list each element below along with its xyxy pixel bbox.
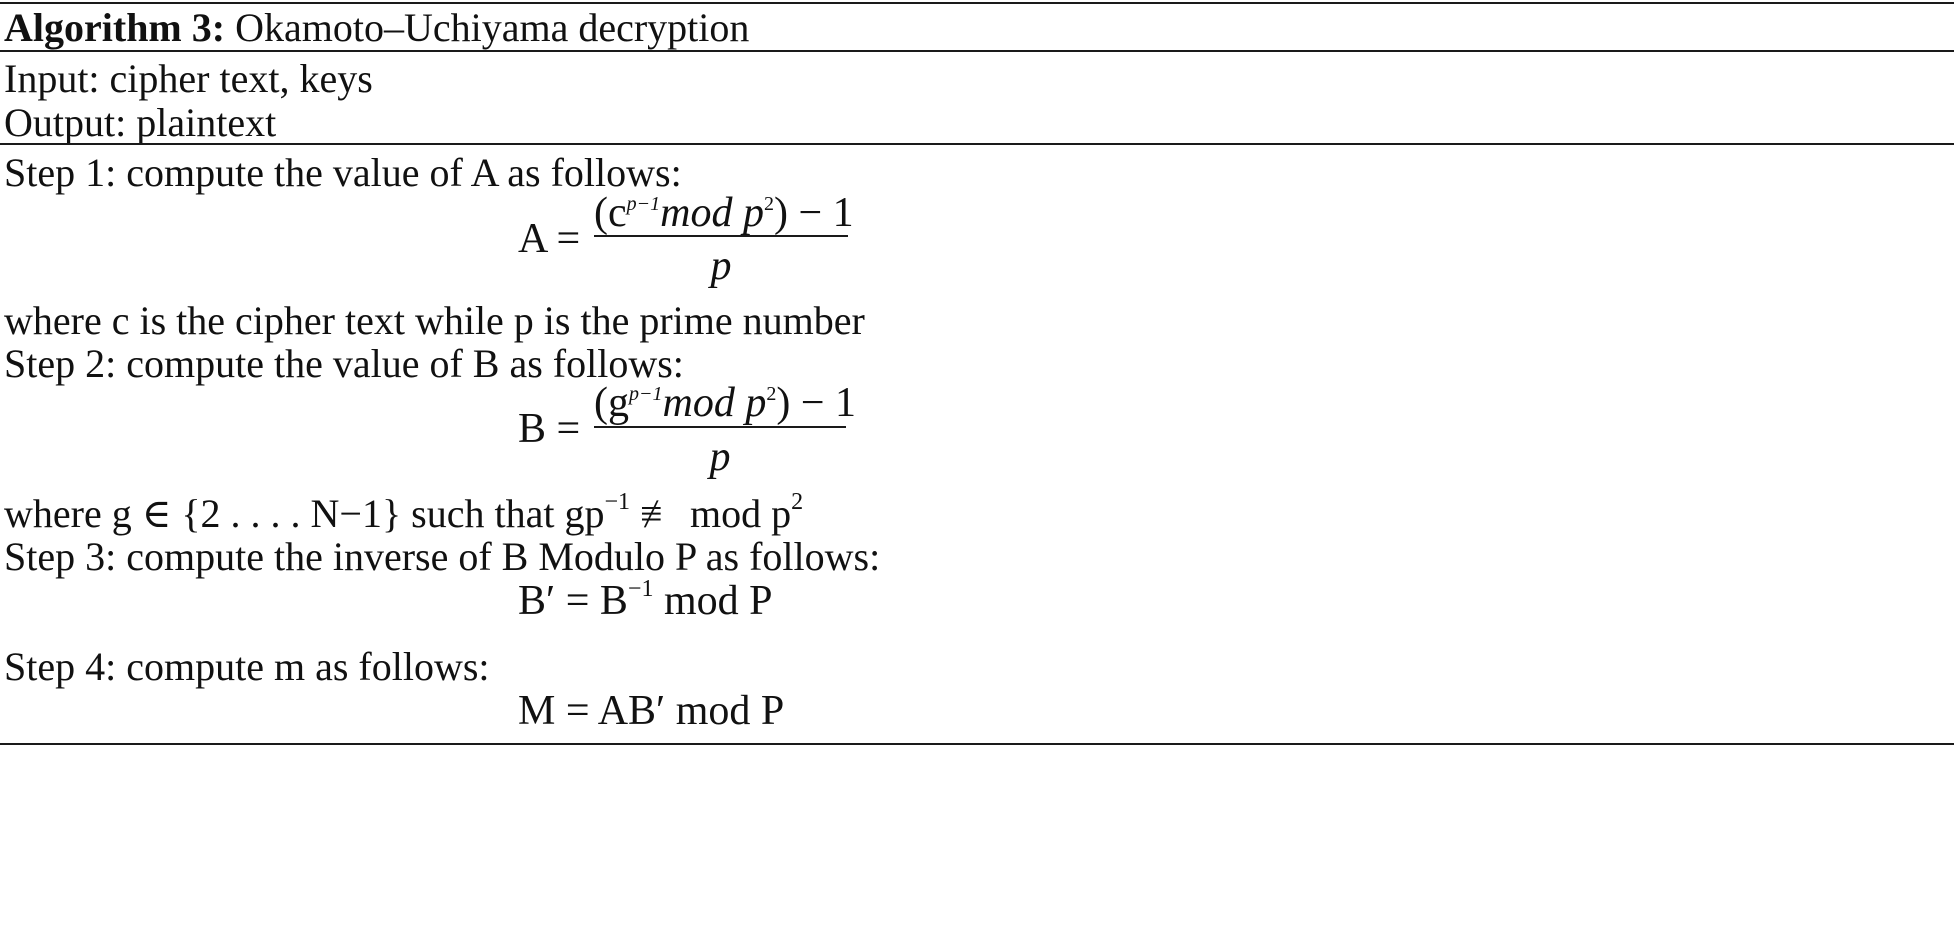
equation-b-num-sup: p−1 <box>629 383 663 405</box>
equation-a-fraction-bar <box>594 235 848 237</box>
equation-a-num-sup: p−1 <box>626 193 661 215</box>
equation-b-num-open: (g <box>594 380 629 426</box>
equation-b-num-close: ) − 1 <box>776 380 857 426</box>
step-2: Step 2: compute the value of B as follow… <box>4 341 684 386</box>
step-2-note-text: where g ∈ {2 . . . . N−1} such that gp <box>4 491 605 536</box>
equation-b-fraction-bar <box>594 426 846 428</box>
step-1-note: where c is the cipher text while p is th… <box>4 298 865 343</box>
io-rule <box>0 143 1954 145</box>
heading-rule <box>0 50 1954 52</box>
algorithm-label: Algorithm 3: <box>4 5 226 50</box>
equation-b-fraction: (gp−1mod p2) − 1 p <box>594 380 856 478</box>
output-line: Output: plaintext <box>4 100 277 145</box>
equation-3-lhs: B′ = B <box>518 578 628 624</box>
equation-a-num-close: ) − 1 <box>773 190 854 236</box>
equation-a-num-open: (c <box>594 190 627 236</box>
step-2-note: where g ∈ {2 . . . . N−1} such that gp−1… <box>4 490 803 536</box>
equation-b-num-sup2: 2 <box>766 383 777 405</box>
equation-3-rhs: mod P <box>653 578 773 624</box>
equation-a-num-sup2: 2 <box>763 193 774 215</box>
equation-b-denominator: p <box>709 434 731 480</box>
step-2-note-tail: ≢ mod p <box>630 491 792 536</box>
algorithm-heading: Algorithm 3: Okamoto–Uchiyama decryption <box>4 8 749 48</box>
equation-3: B′ = B−1 mod P <box>518 577 773 624</box>
equation-a-num-mid: mod p <box>660 190 764 236</box>
equation-a-denominator: p <box>710 243 732 289</box>
equation-b-lhs: B = <box>518 406 581 452</box>
step-1: Step 1: compute the value of A as follow… <box>4 150 682 195</box>
step-2-note-sup: −1 <box>604 489 631 515</box>
equation-a-lhs: A = <box>518 216 581 262</box>
equation-a-fraction: (cp−1mod p2) − 1 p <box>594 190 854 287</box>
equation-3-sup: −1 <box>627 576 654 602</box>
top-rule <box>0 2 1954 4</box>
algorithm-title: Okamoto–Uchiyama decryption <box>235 5 750 50</box>
bottom-rule <box>0 743 1954 745</box>
equation-4: M = AB′ mod P <box>518 688 785 734</box>
equation-b-num-mid: mod p <box>662 380 767 426</box>
step-3: Step 3: compute the inverse of B Modulo … <box>4 534 881 579</box>
equation-b-numerator: (gp−1mod p2) − 1 <box>594 380 856 426</box>
step-2-note-tail-sup: 2 <box>791 489 804 515</box>
equation-a-numerator: (cp−1mod p2) − 1 <box>594 190 854 236</box>
step-4: Step 4: compute m as follows: <box>4 644 490 689</box>
input-line: Input: cipher text, keys <box>4 56 373 101</box>
